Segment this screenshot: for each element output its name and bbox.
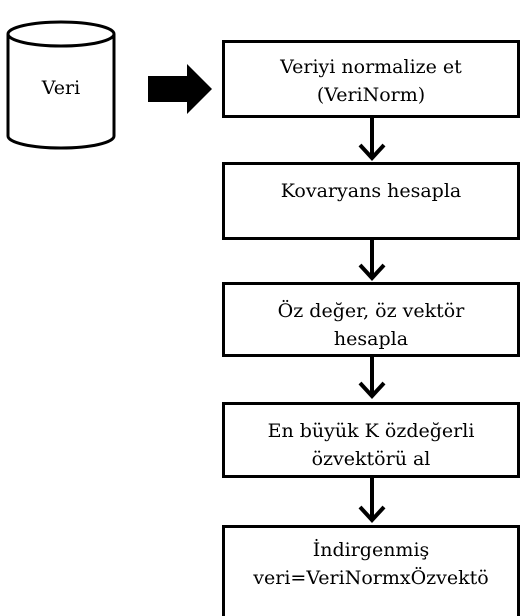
step-line: (VeriNorm) — [316, 84, 426, 106]
step-eigen: Öz değer, öz vektör hesapla — [222, 282, 520, 357]
step-line: özvektörü al — [311, 448, 431, 470]
step-line: Veriyi normalize et — [280, 56, 462, 78]
down-arrow-icon — [358, 118, 386, 161]
down-arrow-icon — [358, 240, 386, 281]
step-line: Kovaryans hesapla — [280, 180, 462, 202]
data-source-label: Veri — [41, 77, 81, 99]
step-covariance: Kovaryans hesapla — [222, 162, 520, 240]
step-top-k: En büyük K özdeğerli özvektörü al — [222, 402, 520, 478]
down-arrow-icon — [358, 478, 386, 523]
database-cylinder-icon — [6, 20, 116, 150]
down-arrow-icon — [358, 357, 386, 399]
step-line: İndirgenmiş — [312, 539, 430, 561]
step-line: En büyük K özdeğerli — [267, 420, 475, 442]
big-right-arrow-icon — [148, 64, 212, 114]
step-line: veri=VeriNormxÖzvektö — [253, 567, 489, 589]
step-reduced-data: İndirgenmiş veri=VeriNormxÖzvektö — [222, 525, 520, 616]
step-line: hesapla — [333, 328, 409, 350]
step-line: Öz değer, öz vektör — [277, 300, 465, 322]
step-normalize: Veriyi normalize et (VeriNorm) — [222, 40, 520, 118]
